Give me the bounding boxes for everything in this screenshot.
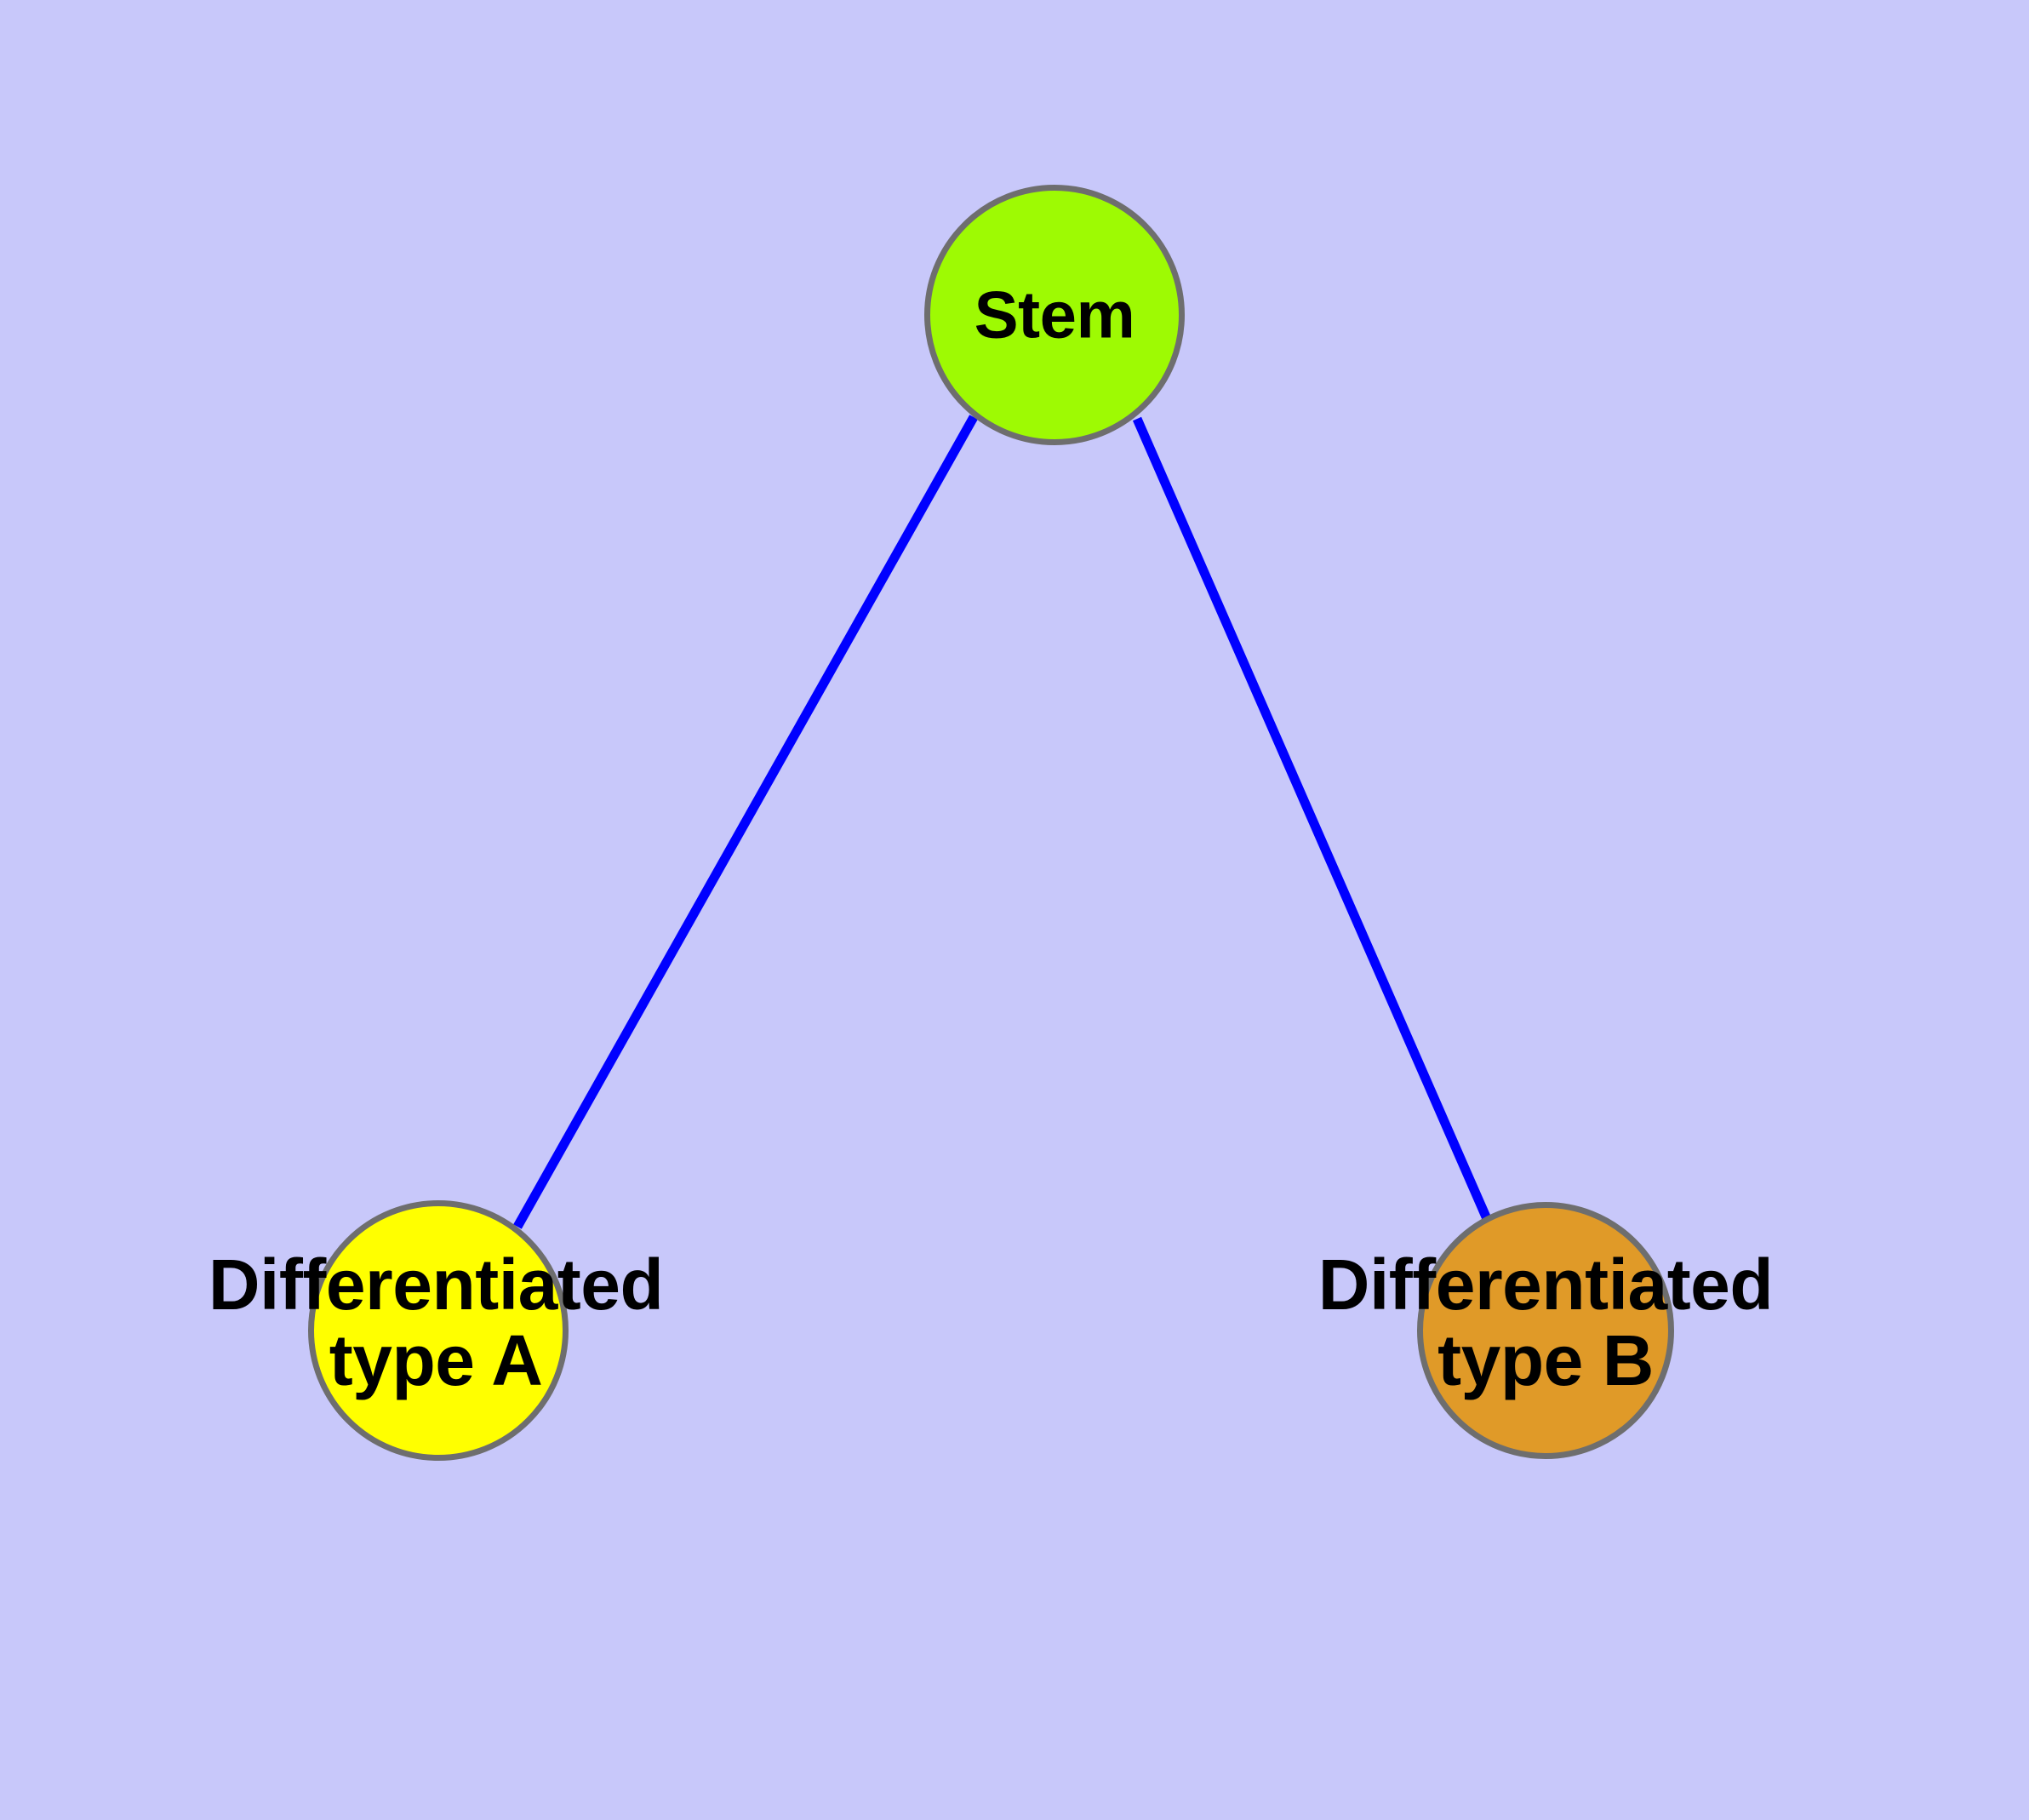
node-stem[interactable]: Stem bbox=[924, 185, 1185, 445]
node-differentiated-type-a[interactable]: Differentiated type A bbox=[209, 1200, 664, 1461]
node-differentiated-type-b[interactable]: Differentiated type B bbox=[1318, 1202, 1774, 1459]
edge-stem-to-differentiated-type-b bbox=[1132, 416, 1493, 1223]
edge-stem-to-differentiated-type-a bbox=[513, 415, 978, 1229]
node-stem-label: Stem bbox=[974, 277, 1135, 352]
